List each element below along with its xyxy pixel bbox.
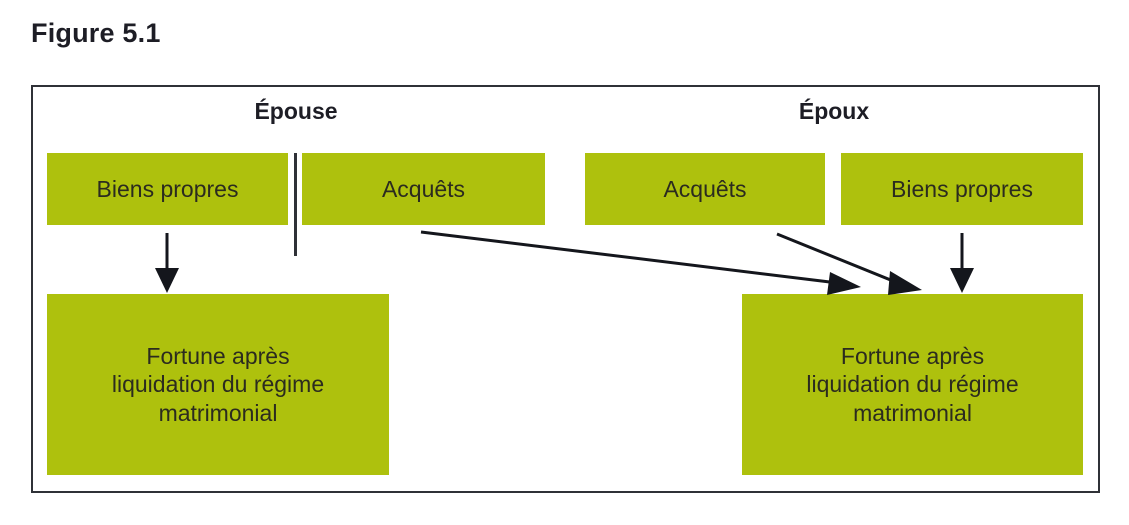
asset-box-line: Fortune après bbox=[146, 343, 290, 370]
asset-box-line: matrimonial bbox=[853, 399, 972, 426]
asset-box-husband-biens-propres: Biens propres bbox=[841, 153, 1083, 225]
column-heading-epoux: Époux bbox=[798, 98, 870, 124]
asset-box-label: Biens propres bbox=[891, 175, 1033, 202]
asset-box-wife-fortune-totale: Fortune après liquidation du régime matr… bbox=[47, 294, 389, 475]
asset-box-line: Fortune après bbox=[840, 343, 985, 370]
figure-title: Figure 5.1 bbox=[31, 18, 161, 48]
asset-box-label: Acquêts bbox=[663, 175, 747, 202]
asset-box-wife-acquets: Acquêts bbox=[302, 153, 545, 225]
asset-box-label: Biens propres bbox=[96, 175, 239, 202]
asset-box-line: liquidation du régime bbox=[111, 371, 325, 398]
column-heading-epouse: Épouse bbox=[254, 98, 338, 124]
asset-box-line: liquidation du régime bbox=[806, 371, 1019, 398]
asset-box-husband-acquets: Acquêts bbox=[585, 153, 825, 225]
asset-box-line: matrimonial bbox=[158, 399, 278, 426]
asset-box-label: Acquêts bbox=[381, 175, 466, 202]
wife-assets-divider bbox=[294, 153, 297, 256]
asset-box-label: Fortune après liquidation du régime matr… bbox=[798, 342, 1026, 426]
asset-box-wife-biens-propres: Biens propres bbox=[47, 153, 288, 225]
asset-box-label: Fortune après liquidation du régime matr… bbox=[104, 342, 332, 426]
asset-box-husband-fortune-totale: Fortune après liquidation du régime matr… bbox=[742, 294, 1083, 475]
